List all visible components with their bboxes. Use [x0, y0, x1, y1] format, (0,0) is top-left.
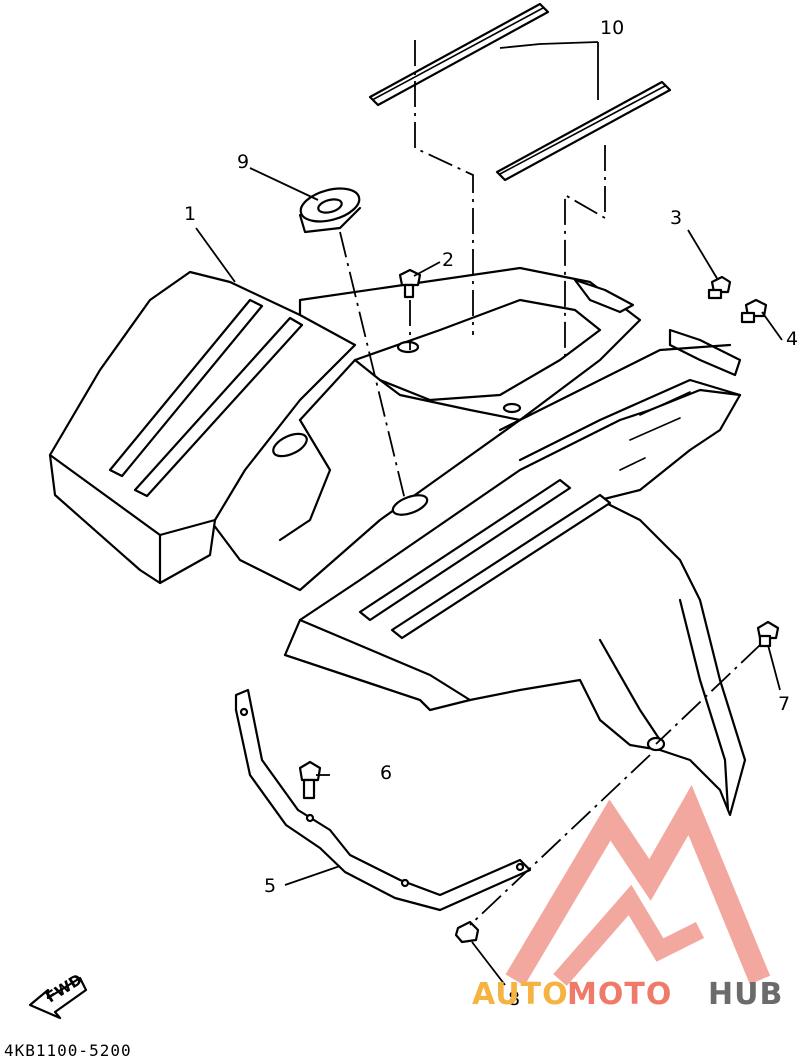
- callout-3: 3: [670, 207, 682, 229]
- bolt-part-3: [707, 275, 732, 300]
- bolt-part-7: [756, 620, 780, 648]
- stay-part-5: [234, 688, 532, 912]
- callout-6: 6: [380, 762, 392, 784]
- fender-left: [48, 270, 357, 585]
- callout-4: 4: [786, 328, 798, 350]
- screw-part-2: [398, 268, 422, 299]
- callout-2: 2: [442, 249, 454, 271]
- watermark-word-hub: HUB: [708, 977, 783, 1012]
- callout-7: 7: [778, 693, 790, 715]
- callout-10: 10: [600, 17, 624, 39]
- bolt-part-4: [740, 298, 768, 324]
- seal-strip-upper: [368, 2, 550, 107]
- watermark-word-auto: AUTO: [472, 977, 569, 1012]
- callout-8: 8: [508, 988, 520, 1010]
- part-code: 4KB1100-5200: [4, 1041, 132, 1059]
- leader-lines: [195, 41, 783, 986]
- callout-5: 5: [264, 875, 276, 897]
- watermark-word-moto: MOTO: [567, 977, 672, 1012]
- fender-right: [283, 343, 747, 817]
- assembly-lines: [339, 40, 761, 926]
- seal-strip-lower: [495, 80, 672, 182]
- fwd-arrow-icon: FWD: [28, 970, 88, 1020]
- watermark-logo: [505, 785, 771, 986]
- bolt-part-6: [298, 760, 322, 800]
- callout-labels: 1 2 3 4 5 6 7 8 9 10: [184, 17, 798, 1010]
- callout-1: 1: [184, 203, 196, 225]
- cap-part-9: [298, 187, 362, 234]
- nut-part-8: [454, 920, 480, 944]
- callout-9: 9: [237, 151, 249, 173]
- watermark-text: AUTO MOTO HUB: [472, 977, 783, 1012]
